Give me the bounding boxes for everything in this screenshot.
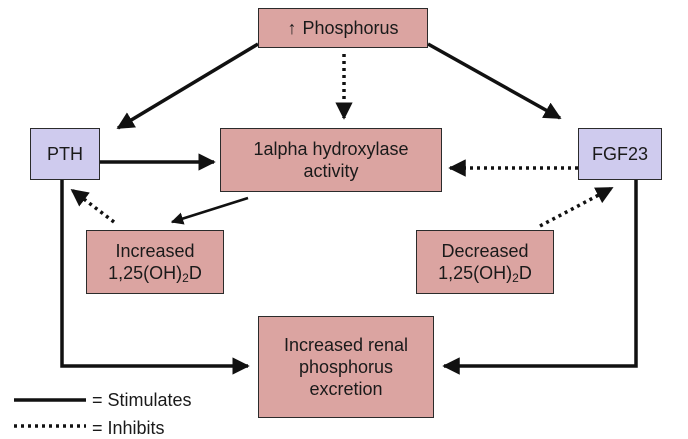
- arrow-phosphorus-to-pth: [116, 42, 259, 130]
- phosphorus-label: Phosphorus: [302, 18, 399, 38]
- decreased-label: Decreased: [441, 241, 529, 261]
- fgf23-label: FGF23: [591, 144, 648, 164]
- renal-line2: phosphorus: [298, 357, 394, 377]
- renal-excretion-node: Increased renal phosphorus excretion: [258, 316, 434, 418]
- arrow-pth-to-renal: [60, 180, 250, 375]
- arrow-phosphorus-to-fgf23: [427, 42, 562, 120]
- arrow-decreased-d-to-fgf23: [539, 186, 614, 228]
- renal-line1: Increased renal: [283, 335, 409, 355]
- pth-node: PTH: [30, 128, 100, 180]
- hydroxylase-line2: activity: [303, 161, 359, 181]
- hydroxylase-node: 1alpha hydroxylase activity: [220, 128, 442, 192]
- legend-inhibits: = Inhibits: [92, 418, 165, 438]
- decreased-compound: 1,25(OH)2D: [438, 263, 532, 285]
- increased-label: Increased: [115, 241, 195, 261]
- decreased-vitamin-d-node: Decreased 1,25(OH)2D: [416, 230, 554, 294]
- arrow-hydroxylase-to-increased-d: [170, 196, 249, 225]
- renal-line3: excretion: [309, 379, 383, 399]
- increased-vitamin-d-node: Increased 1,25(OH)2D: [86, 230, 224, 294]
- up-arrow-icon: ↑: [287, 18, 297, 38]
- fgf23-node: FGF23: [578, 128, 662, 180]
- increased-compound: 1,25(OH)2D: [108, 263, 202, 285]
- hydroxylase-line1: 1alpha hydroxylase: [253, 139, 409, 159]
- pth-label: PTH: [47, 144, 83, 164]
- arrow-fgf23-to-renal: [442, 180, 638, 375]
- legend-stimulates: = Stimulates: [92, 390, 192, 410]
- arrow-increased-d-to-pth: [70, 188, 116, 224]
- phosphorus-node: ↑ Phosphorus: [258, 8, 428, 48]
